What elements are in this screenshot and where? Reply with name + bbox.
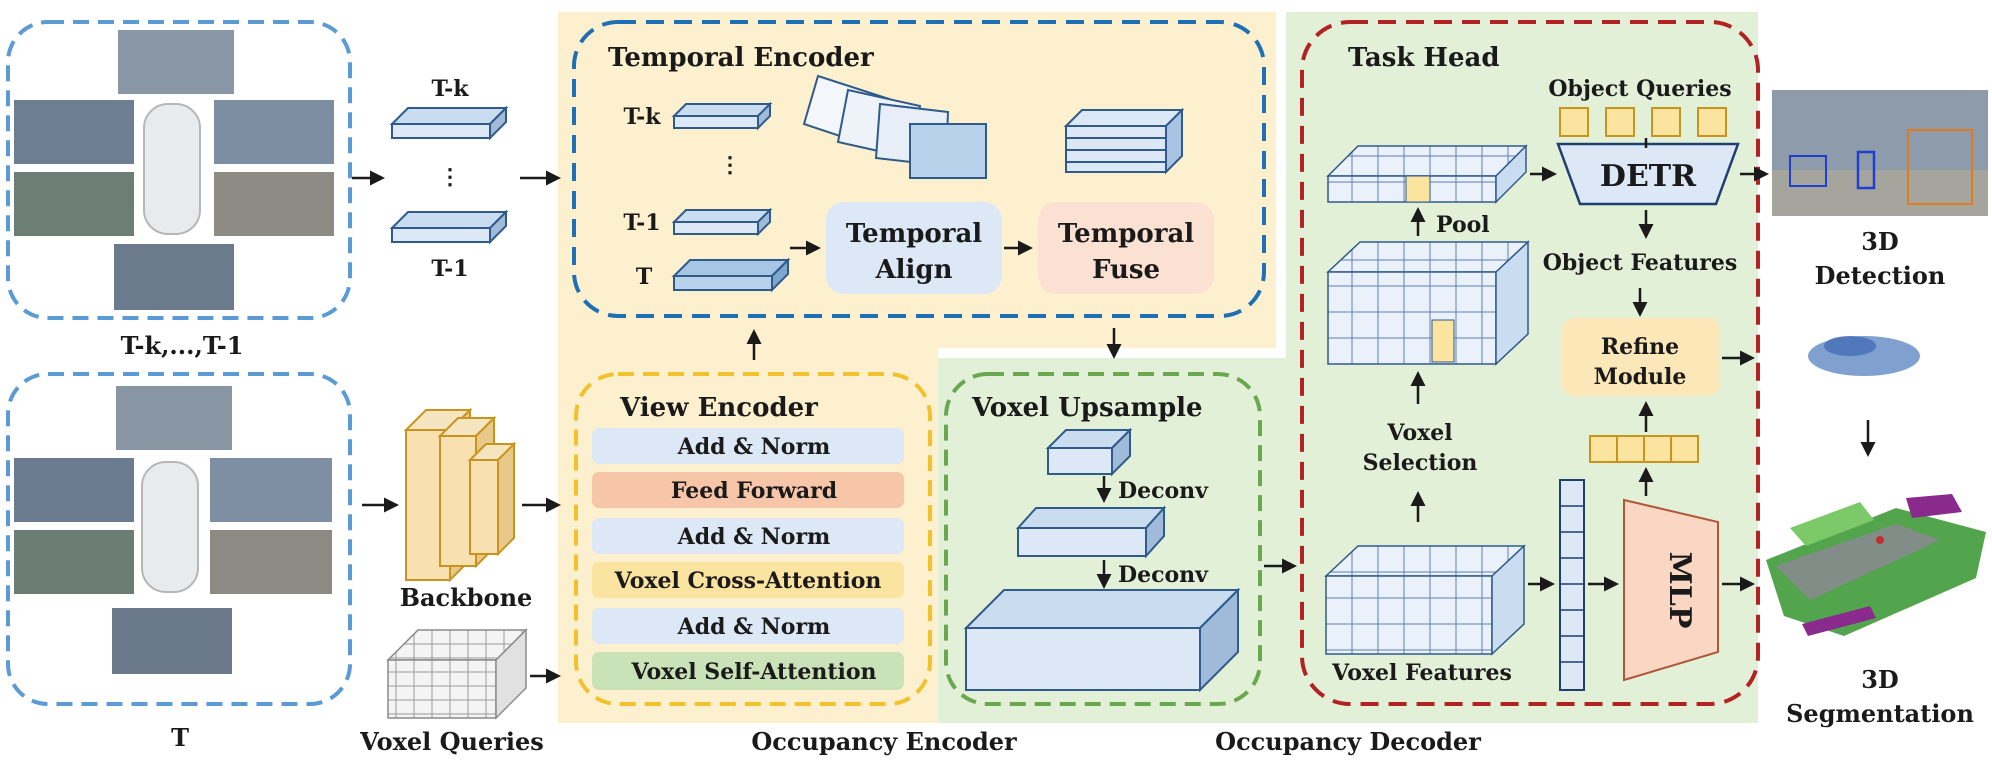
ellipsis-inner: ⋮ [719,152,741,178]
occupancy-decoder-label: Occupancy Decoder [1215,727,1481,756]
voxel-queries-cube [386,628,528,720]
pooled-voxel-grid [1326,144,1528,204]
task-head-box [1300,20,1760,706]
temporal-align-line2: Align [874,255,952,285]
segmentation-line2: Segmentation [1786,699,1974,728]
segmentation-line1: 3D [1861,665,1899,694]
past-frames-box [6,20,352,320]
feed-forward [592,472,904,508]
past-frames-label: T-k,...,T-1 [121,331,244,360]
view-encoder-title: View Encoder [619,393,818,423]
voxel-features-grid [1324,544,1526,656]
t-k-label-left: T-k [431,76,469,102]
object-features-label: Object Features [1543,250,1738,276]
voxel-self-attention [592,652,904,690]
object-queries-label: Object Queries [1548,76,1731,102]
temporal-feature-t-1 [671,207,773,237]
temporal-encoder-title: Temporal Encoder [608,43,874,73]
voxel-selection-line2: Selection [1363,450,1478,476]
mlp-block [1623,498,1719,682]
detection-image [1772,90,1988,216]
voxel-features-label: Voxel Features [1331,660,1512,686]
t-label-inner: T [636,264,653,290]
add-norm-2 [592,518,904,554]
voxel-upsample-title: Voxel Upsample [971,393,1203,423]
flattened-feature-vector [1559,479,1585,691]
voxel-upsample-box [944,372,1262,706]
task-head-title: Task Head [1348,43,1500,73]
add-norm-3 [592,608,904,644]
view-encoder-box [574,372,932,706]
refine-module-box [1562,318,1720,396]
past-feature-t-1 [389,209,509,245]
temporal-feature-t [671,257,791,293]
add-norm-2-label: Add & Norm [677,524,831,550]
stacked-fused-features [1063,107,1185,175]
occupancy-encoder-label: Occupancy Encoder [751,727,1017,756]
detr-block [1556,142,1740,206]
add-norm-3-label: Add & Norm [677,614,831,640]
current-camera-images [14,386,332,674]
detection-line1: 3D [1861,227,1899,256]
mlp-output-tokens [1589,435,1699,463]
ellipsis-left: ⋮ [439,164,461,190]
detr-label: DETR [1600,159,1697,194]
add-norm-1 [592,428,904,464]
backbone-blocks [403,407,517,583]
temporal-fuse-box [1038,202,1214,294]
refine-line1: Refine [1601,334,1679,360]
selected-voxel-grid [1326,240,1530,366]
upsample-cube-medium [1015,505,1167,559]
backbone-label: Backbone [400,583,533,612]
past-feature-t-k [389,105,509,141]
t-1-label-left: T-1 [431,256,468,282]
current-frame-box [6,372,352,706]
t-1-label-inner: T-1 [623,210,660,236]
voxel-queries-label: Voxel Queries [359,727,544,756]
voxel-cross-attention-label: Voxel Cross-Attention [614,568,882,594]
upsample-cube-small [1045,427,1133,477]
upsample-cube-large [963,587,1241,693]
temporal-fuse-line2: Fuse [1092,255,1160,285]
warped-frames [802,74,987,179]
temporal-fuse-line1: Temporal [1058,219,1194,249]
object-query-boxes [1559,107,1727,137]
current-frame-label: T [171,723,189,752]
refine-line2: Module [1594,364,1687,390]
feed-forward-label: Feed Forward [671,478,837,504]
mlp-label: MLP [1662,552,1697,629]
detection-line2: Detection [1815,261,1946,290]
t-k-label-inner: T-k [623,104,661,130]
temporal-align-line1: Temporal [846,219,982,249]
temporal-encoder-box [572,20,1266,318]
pool-label: Pool [1436,212,1490,238]
past-camera-images [14,30,334,310]
voxel-cross-attention [592,562,904,598]
temporal-feature-t-k [671,101,773,131]
refined-object-pointcloud [1808,336,1920,376]
deconv-2-label: Deconv [1118,562,1209,588]
voxel-self-attention-label: Voxel Self-Attention [630,659,876,685]
deconv-1-label: Deconv [1118,478,1209,504]
segmentation-pointcloud [1766,494,1986,636]
voxel-selection-line1: Voxel [1386,420,1452,446]
add-norm-1-label: Add & Norm [677,434,831,460]
temporal-align-box [826,202,1002,294]
